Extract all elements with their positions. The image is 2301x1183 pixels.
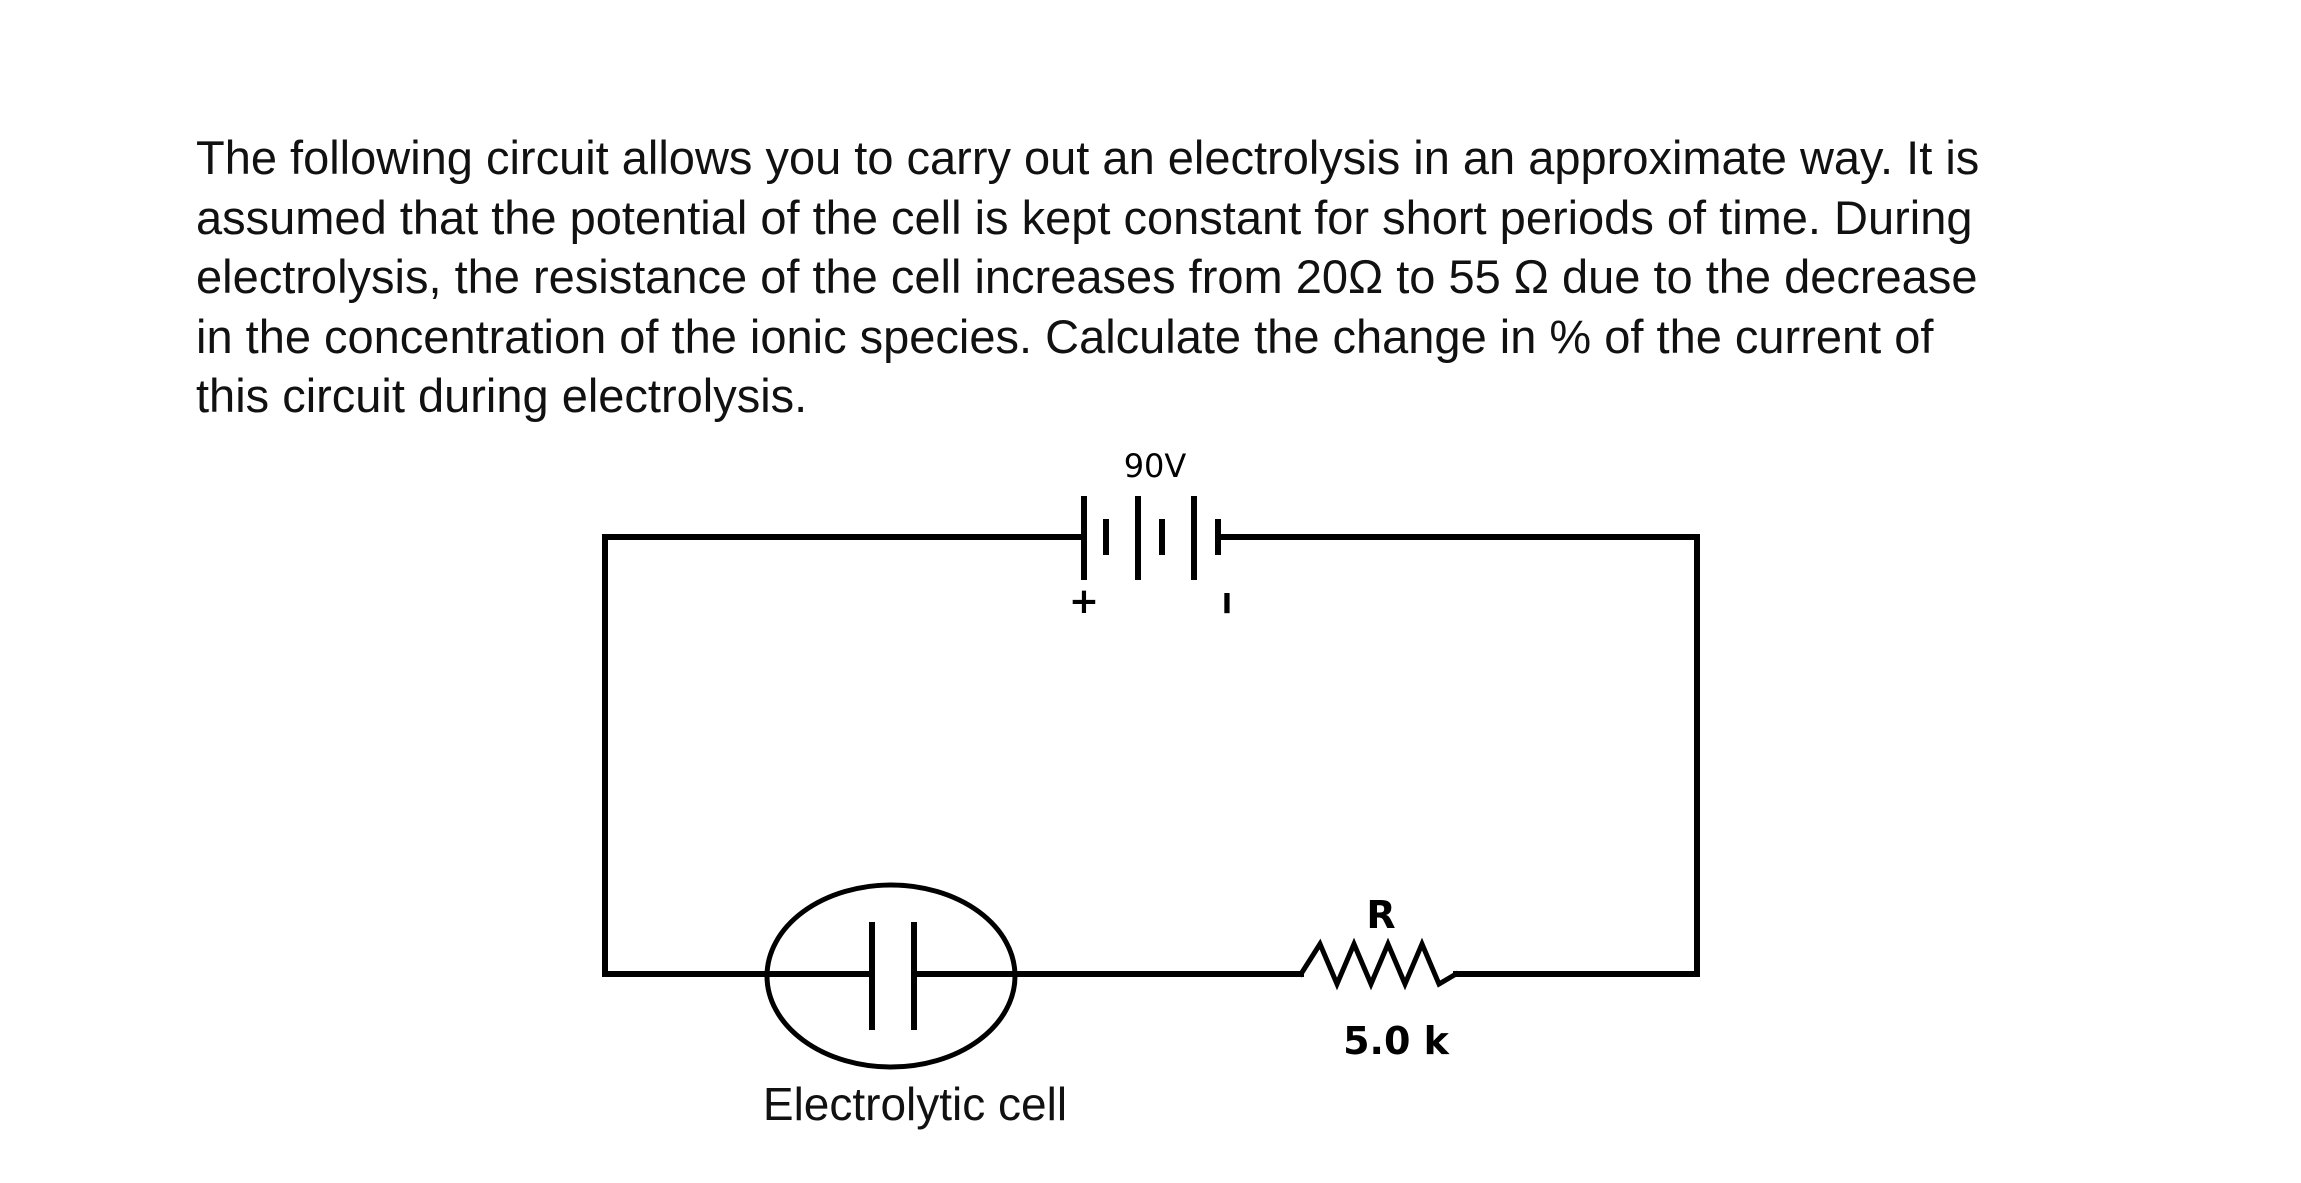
electrolytic-cell-outline [764, 882, 1018, 1070]
electrolytic-cell-label: Electrolytic cell [763, 1078, 1067, 1130]
battery-voltage-label: 90V [1124, 447, 1187, 485]
resistor-value-label: 5.0 k [1343, 1019, 1450, 1063]
wire-top-right [1237, 534, 1700, 977]
battery-positive-label: + [1069, 581, 1099, 622]
resistor: R 5.0 k [1297, 893, 1460, 1063]
battery: 90V + I [1069, 447, 1243, 622]
wire-top-left [602, 534, 1087, 977]
battery-negative-label: I [1222, 587, 1232, 620]
circuit-wires [602, 534, 1700, 977]
resistor-name-label: R [1366, 893, 1395, 937]
problem-statement: The following circuit allows you to carr… [196, 131, 1980, 422]
electrolytic-cell: Electrolytic cell [763, 882, 1067, 1130]
resistor-zigzag [1297, 937, 1460, 991]
